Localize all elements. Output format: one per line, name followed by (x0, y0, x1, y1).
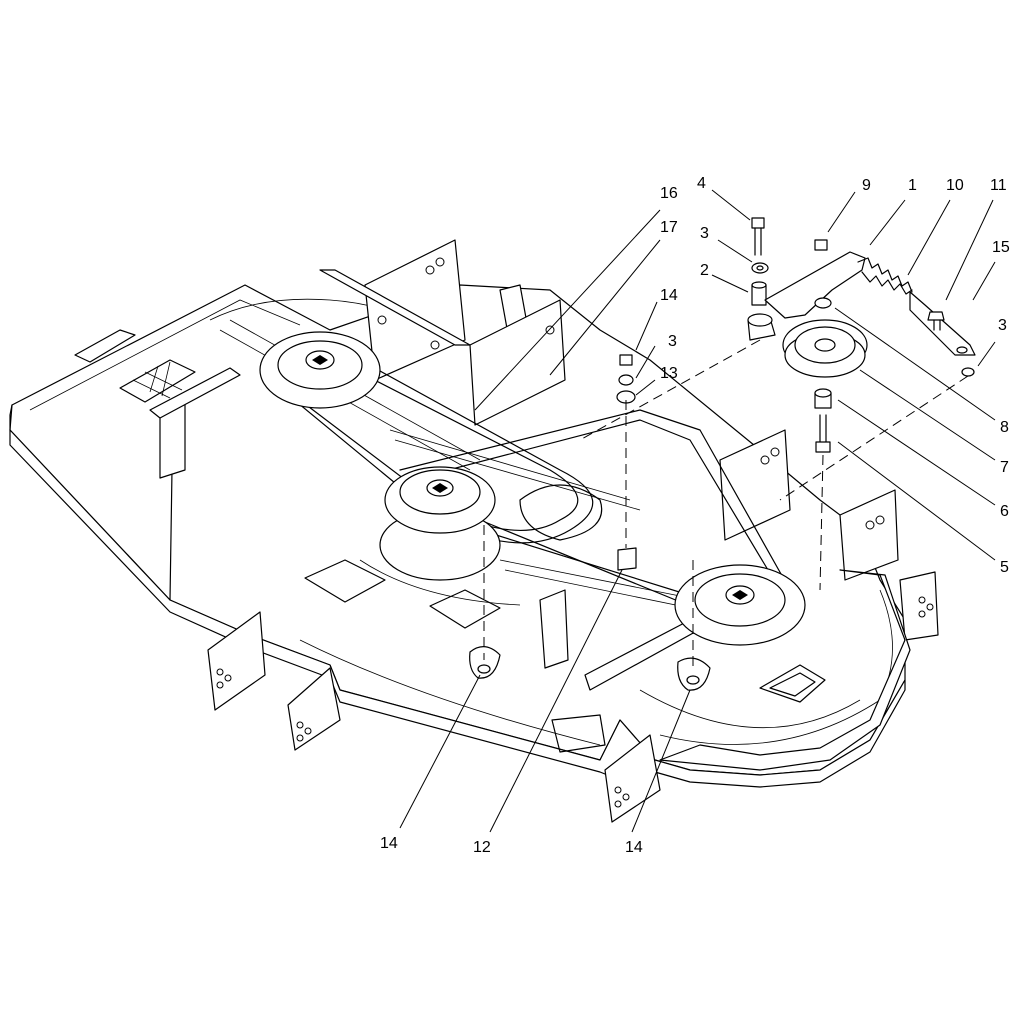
callout-label: 13 (660, 365, 678, 382)
rear-brackets (149, 239, 899, 691)
callout-label: 3 (700, 225, 709, 242)
blade-guard (659, 569, 911, 771)
callout-label: 16 (660, 185, 678, 202)
callout-label: 15 (992, 239, 1010, 256)
callout-label: 14 (660, 287, 678, 304)
callout-label: 17 (660, 219, 678, 236)
callout-label: 5 (1000, 559, 1009, 576)
callout-label: 12 (473, 839, 491, 856)
front-brackets (207, 571, 939, 823)
leader-lines (399, 189, 996, 833)
callout-label: 2 (700, 262, 709, 279)
callout-label: 6 (1000, 503, 1009, 520)
callout-labels: 4 9 1 10 11 16 17 3 2 15 14 3 13 3 8 7 6… (380, 175, 1010, 856)
callout-label: 14 (625, 839, 643, 856)
callout-label: 3 (998, 317, 1007, 334)
idler-arm-assembly (747, 217, 976, 453)
callout-label: 11 (990, 177, 1007, 194)
callout-label: 14 (380, 835, 398, 852)
center-hardware (469, 354, 711, 691)
callout-label: 8 (1000, 419, 1009, 436)
callout-label: 4 (697, 175, 706, 192)
callout-label: 3 (668, 333, 677, 350)
callout-label: 10 (946, 177, 964, 194)
callout-label: 9 (862, 177, 871, 194)
spindle-pulleys (259, 331, 806, 646)
assembly-axes (483, 339, 969, 670)
callout-label: 1 (908, 177, 917, 194)
callout-label: 7 (1000, 459, 1009, 476)
